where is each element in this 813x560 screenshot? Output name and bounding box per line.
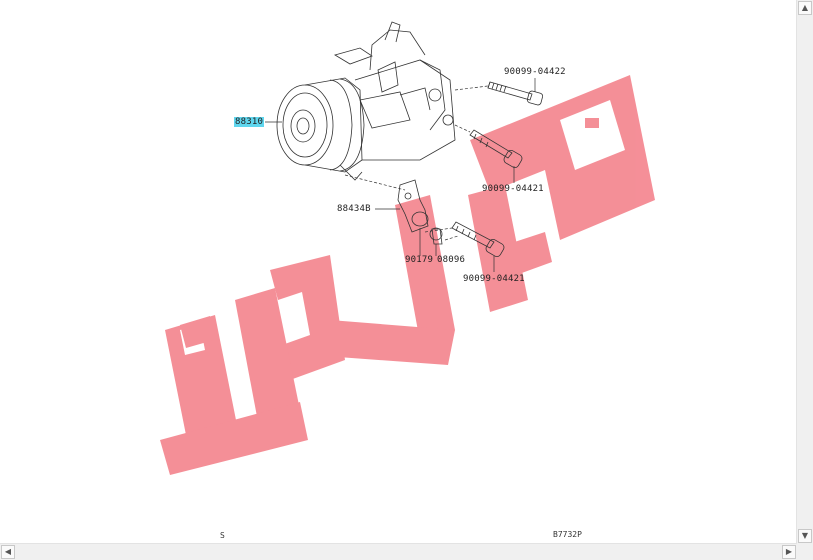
label-leaders: [265, 78, 536, 272]
part-label-spacer-b[interactable]: 08096: [437, 255, 466, 265]
part-label-bracket[interactable]: 88434B: [337, 204, 371, 214]
part-label-spacer-a[interactable]: 90179: [405, 255, 434, 265]
leader-lines: [344, 85, 489, 241]
part-label-bolt-low[interactable]: 90099-04421: [463, 274, 525, 284]
vertical-scrollbar[interactable]: ▲ ▼: [796, 0, 813, 544]
scrollbar-corner: [797, 544, 813, 560]
part-label-compressor[interactable]: 88310: [234, 117, 265, 127]
parts-diagram: [160, 21, 655, 475]
scroll-up-button[interactable]: ▲: [798, 1, 812, 15]
footer-mark: S: [220, 531, 225, 540]
part-label-bolt-mid[interactable]: 90099-04421: [482, 184, 544, 194]
drawing-id: B7732P: [553, 530, 582, 539]
horizontal-scrollbar[interactable]: ◀ ▶: [0, 543, 797, 560]
compressor-drawing: [276, 21, 456, 181]
part-label-bolt-top[interactable]: 90099-04422: [504, 67, 566, 77]
fasteners-drawing: [397, 81, 544, 257]
scroll-down-button[interactable]: ▼: [798, 529, 812, 543]
scroll-right-button[interactable]: ▶: [782, 545, 796, 559]
watermark-logo: [160, 75, 655, 475]
diagram-canvas: 88310 90099-04422 90099-04421 88434B 901…: [160, 21, 655, 540]
scroll-left-button[interactable]: ◀: [1, 545, 15, 559]
